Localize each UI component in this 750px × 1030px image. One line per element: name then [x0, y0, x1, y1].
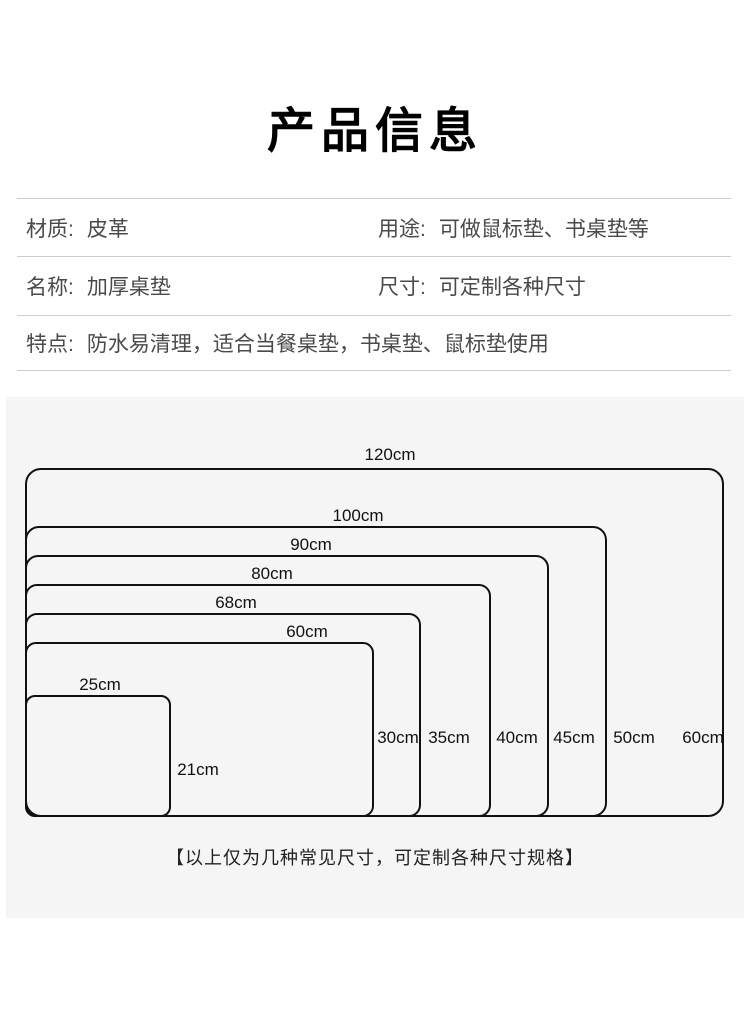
size-note: 【以上仅为几种常见尺寸，可定制各种尺寸规格】 — [166, 848, 584, 868]
spec-label: 用途: — [378, 217, 426, 241]
spec-value: 皮革 — [86, 217, 129, 241]
size-width-label: 100cm — [332, 506, 384, 525]
size-rect-25x21 — [25, 695, 171, 817]
size-width-label: 80cm — [251, 564, 293, 583]
size-width-label: 120cm — [364, 445, 416, 464]
spec-label: 材质: — [26, 217, 74, 241]
size-width-label: 60cm — [286, 622, 328, 641]
size-height-label: 21cm — [177, 760, 219, 779]
spec-label: 尺寸: — [378, 276, 426, 299]
size-width-label: 90cm — [290, 535, 332, 554]
size-diagram-panel: 120cm 100cm 90cm 80cm 68cm 60cm 25cm 60c… — [6, 397, 744, 918]
spec-value: 加厚桌垫 — [86, 276, 171, 299]
spec-cell-features: 特点: 防水易清理，适合当餐桌垫，书桌垫、鼠标垫使用 — [17, 328, 549, 358]
spec-value: 防水易清理，适合当餐桌垫，书桌垫、鼠标垫使用 — [86, 333, 549, 356]
spec-cell-name: 名称: 加厚桌垫 — [17, 271, 378, 301]
size-height-label: 60cm — [682, 728, 724, 747]
table-row: 材质: 皮革 用途: 可做鼠标垫、书桌垫等 — [17, 198, 731, 256]
size-height-label: 30cm — [377, 728, 419, 747]
spec-cell-material: 材质: 皮革 — [17, 213, 378, 243]
spec-value: 可定制各种尺寸 — [438, 276, 586, 299]
spec-label: 名称: — [26, 276, 74, 299]
size-height-label: 40cm — [496, 728, 538, 747]
spec-cell-size: 尺寸: 可定制各种尺寸 — [378, 271, 731, 301]
size-height-label: 45cm — [553, 728, 595, 747]
size-height-label: 50cm — [613, 728, 655, 747]
spec-value: 可做鼠标垫、书桌垫等 — [438, 217, 649, 241]
page-title: 产品信息 — [266, 105, 483, 158]
table-row: 特点: 防水易清理，适合当餐桌垫，书桌垫、鼠标垫使用 — [17, 315, 731, 371]
table-row: 名称: 加厚桌垫 尺寸: 可定制各种尺寸 — [17, 256, 731, 315]
spec-table: 材质: 皮革 用途: 可做鼠标垫、书桌垫等 名称: 加厚桌垫 尺寸: 可定制各种… — [17, 198, 731, 371]
size-width-label: 68cm — [215, 593, 257, 612]
size-height-label: 35cm — [428, 728, 470, 747]
spec-cell-usage: 用途: 可做鼠标垫、书桌垫等 — [378, 213, 731, 243]
size-width-label: 25cm — [79, 675, 121, 694]
spec-label: 特点: — [26, 333, 74, 356]
